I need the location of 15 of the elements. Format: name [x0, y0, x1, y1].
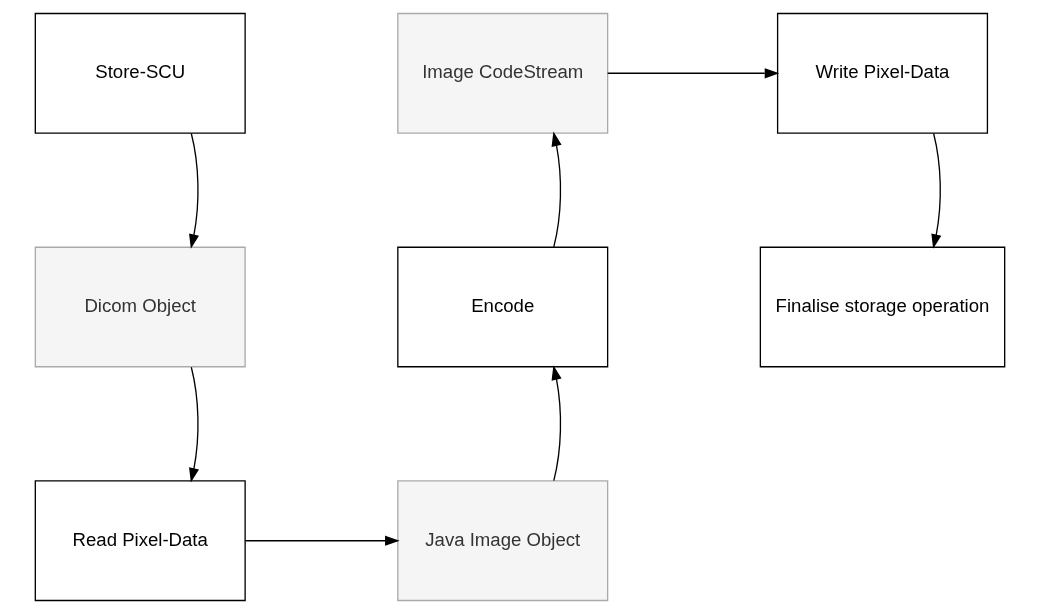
node-box: Finalise storage operation: [759, 246, 1006, 368]
node-box: Read Pixel-Data: [34, 480, 246, 602]
node-box: Store-SCU: [34, 12, 246, 134]
arrow: [189, 366, 200, 483]
node-box: Image CodeStream: [397, 12, 609, 134]
node-box: Java Image Object: [397, 480, 609, 602]
arrow: [551, 365, 562, 482]
node-box: Write Pixel-Data: [776, 12, 989, 134]
arrow: [931, 132, 942, 249]
arrow: [244, 535, 400, 546]
arrow: [551, 131, 562, 248]
arrow: [189, 132, 200, 249]
arrow: [607, 68, 780, 79]
node-box: Dicom Object: [34, 246, 246, 368]
node-box: Encode: [397, 246, 609, 368]
